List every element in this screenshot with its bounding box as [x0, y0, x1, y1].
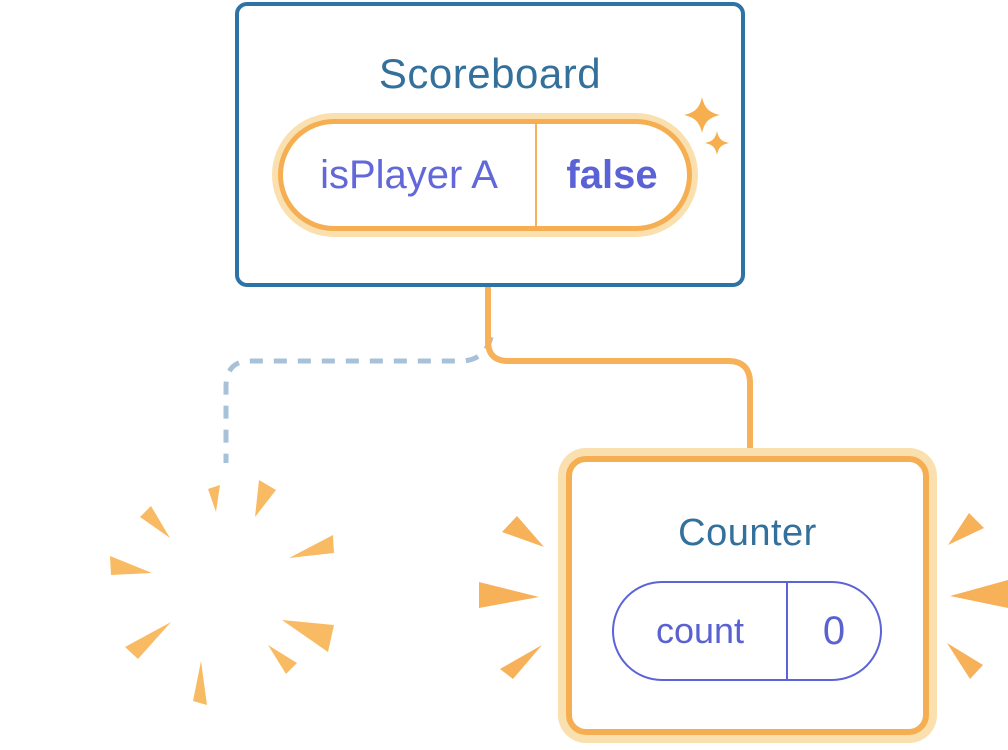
- emphasis-rays-left-icon: [479, 516, 544, 679]
- emphasis-rays-right-icon: [947, 513, 1008, 679]
- counter-state-pill: count 0: [612, 581, 882, 681]
- counter-card: Counter count 0: [566, 456, 929, 735]
- counter-title: Counter: [678, 512, 817, 554]
- state-name: count: [655, 610, 745, 651]
- state-value: false: [566, 152, 658, 197]
- state-value-cell: 0: [788, 583, 880, 679]
- connector-solid: [485, 286, 753, 452]
- state-name-cell: isPlayer A: [283, 124, 537, 226]
- state-name-cell: count: [614, 583, 788, 679]
- scoreboard-title: Scoreboard: [378, 50, 602, 97]
- connector-dashed: [223, 336, 494, 463]
- scoreboard-card: Scoreboard isPlayer A false: [235, 2, 745, 287]
- scoreboard-state-pill: isPlayer A false: [278, 119, 692, 231]
- removed-component-card: [85, 454, 365, 734]
- sparkles-icon: [684, 97, 729, 155]
- state-value-cell: false: [537, 124, 687, 226]
- state-value: 0: [822, 608, 846, 653]
- state-name: isPlayer A: [320, 152, 498, 197]
